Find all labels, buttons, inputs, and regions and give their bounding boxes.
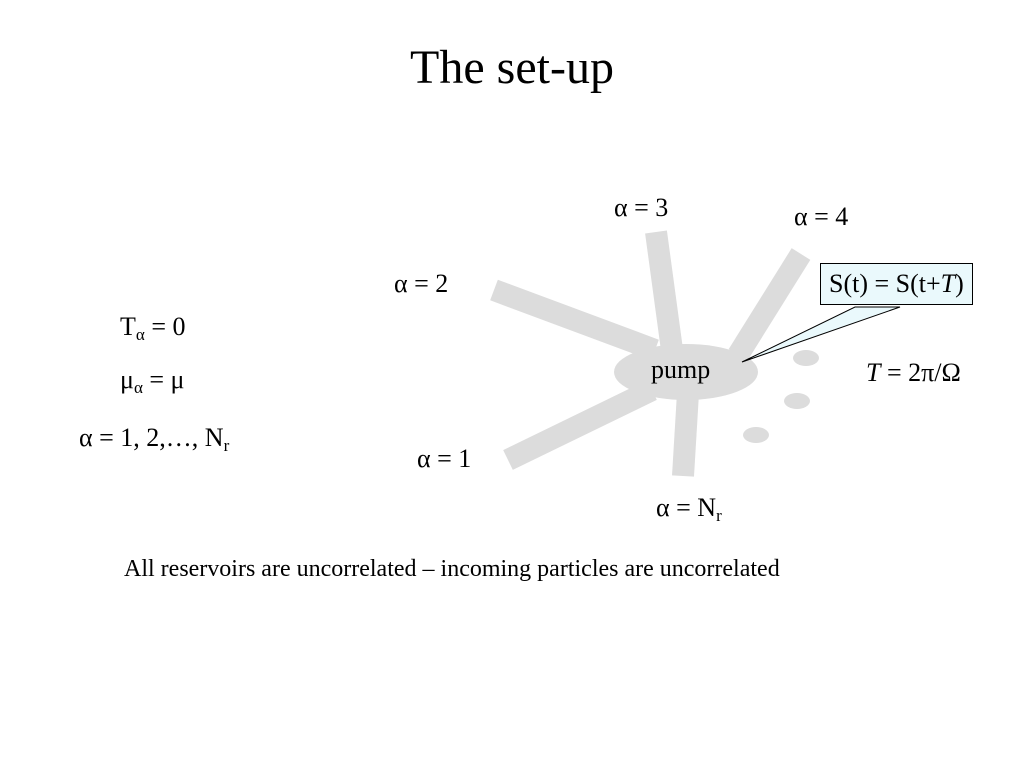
lead-alpha-1: [503, 380, 657, 470]
pump-ellipse: [614, 344, 758, 400]
index-range-text: α = 1, 2,…, N: [79, 423, 224, 452]
reservoir-label-3: α = 3: [614, 193, 669, 222]
lead-alpha-2: [490, 279, 659, 361]
temperature-symbol: T: [120, 312, 136, 341]
reservoir-label-2: α = 2: [394, 269, 449, 298]
periodicity-callout: S(t) = S(t+T): [820, 263, 973, 305]
ellipsis-dot: [743, 427, 769, 443]
lead-alpha-3: [645, 230, 683, 352]
chemical-potential-equation: μα = μ: [120, 364, 184, 404]
chemical-potential-symbol: μ: [120, 365, 134, 394]
period-symbol: T: [866, 358, 881, 387]
pump-label: pump: [651, 355, 711, 384]
chemical-potential-subscript: α: [133, 378, 143, 397]
reservoir-label-nr-subscript: r: [716, 506, 722, 525]
index-range-subscript: r: [223, 436, 230, 455]
temperature-equation: Tα = 0: [120, 311, 185, 351]
callout-pointer: [741, 306, 901, 363]
lead-alpha-4: [728, 248, 811, 361]
callout-prefix: S(t) = S(t+: [829, 269, 941, 298]
reservoir-label-nr-text: α = N: [656, 493, 717, 522]
uncorrelated-statement: All reservoirs are uncorrelated – incomi…: [124, 556, 780, 582]
page-title: The set-up: [410, 41, 614, 94]
temperature-subscript: α: [135, 325, 145, 344]
temperature-rhs: = 0: [144, 312, 186, 341]
ellipsis-dot: [793, 350, 819, 366]
reservoir-label-nr: α = Nr: [656, 492, 722, 532]
callout-suffix: ): [955, 269, 964, 298]
index-range-equation: α = 1, 2,…, Nr: [79, 422, 229, 462]
reservoir-label-1: α = 1: [417, 444, 472, 473]
ellipsis-dot: [784, 393, 810, 409]
lead-alpha-nr: [672, 392, 699, 477]
reservoir-label-4: α = 4: [794, 202, 849, 231]
period-definition: T = 2π/Ω: [866, 357, 961, 389]
chemical-potential-rhs: = μ: [142, 365, 185, 394]
period-expression: = 2π/Ω: [880, 358, 961, 387]
callout-period-symbol: T: [940, 269, 956, 298]
